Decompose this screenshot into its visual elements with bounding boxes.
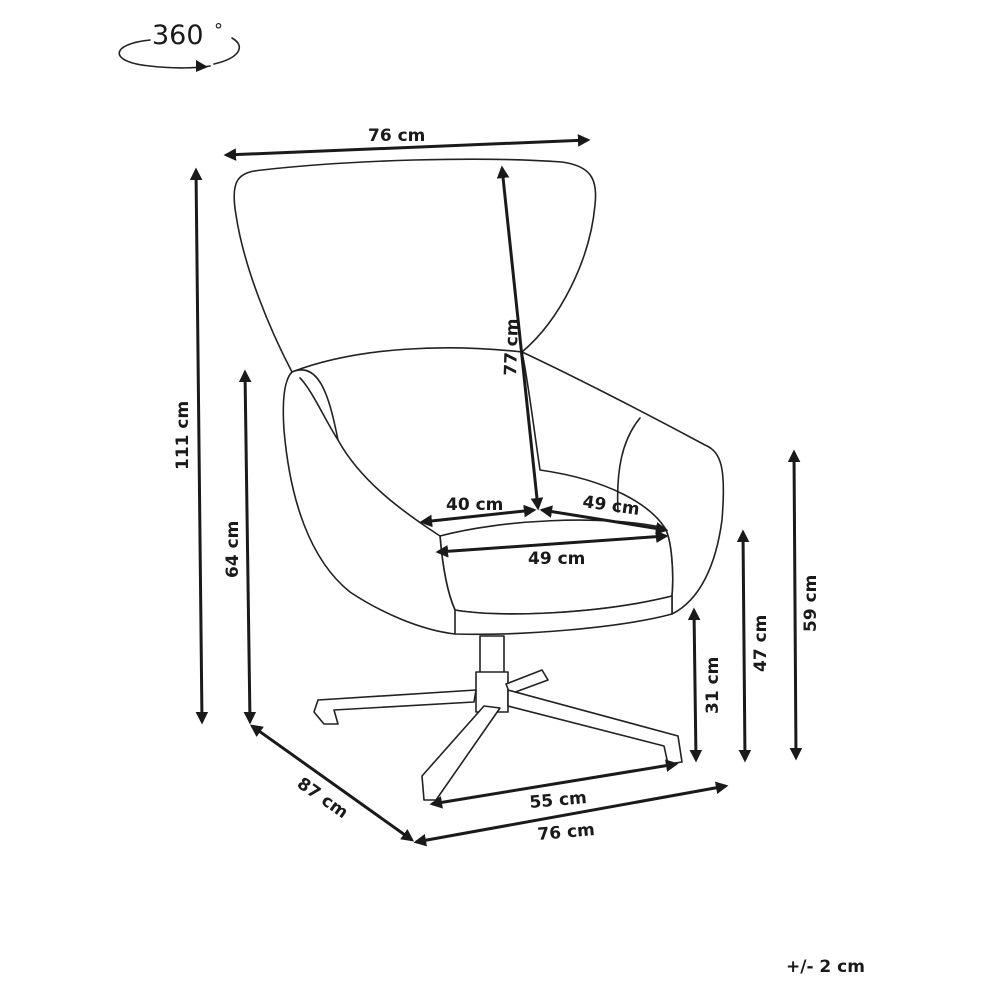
label-top-width: 76 cm [368,126,425,146]
label-depth: 87 cm [293,774,351,823]
chair-star-base [313,689,477,725]
dim-line-seat-depth [419,504,537,528]
dimension-lines [189,134,803,847]
rotation-degree-symbol: ° [214,20,223,41]
dim-line-seat-width-back [539,505,669,535]
dim-line-seat-width-front [435,530,669,558]
dim-line-arm-height [238,369,257,725]
dim-line-height-47 [736,529,752,763]
dim-line-bottom-width [413,781,729,847]
dim-line-total-height [189,167,209,725]
dim-line-back-height [496,165,544,511]
dim-line-height-59 [787,449,803,761]
label-height-59: 59 cm [801,575,821,632]
label-back-height: 77 cm [501,318,523,376]
dim-line-top-width [223,134,591,161]
label-height-47: 47 cm [751,615,771,672]
label-arm-height: 64 cm [223,521,243,578]
label-bottom-width: 76 cm [537,820,596,845]
rotation-360-icon: 360 ° [118,20,241,72]
chair-left-shell [282,369,673,636]
chair-swivel-column [479,635,505,677]
rotation-label: 360 [152,20,204,51]
label-seat-depth: 40 cm [446,495,503,515]
label-total-height: 111 cm [173,401,193,470]
label-seat-width-front: 49 cm [528,549,585,569]
chair-illustration [233,158,725,801]
label-height-31: 31 cm [703,657,723,714]
chair-backrest [233,158,597,373]
label-tolerance: +/- 2 cm [786,957,865,977]
dim-line-depth [249,724,415,842]
label-base-width: 55 cm [529,788,588,813]
dim-line-height-31 [687,607,703,763]
